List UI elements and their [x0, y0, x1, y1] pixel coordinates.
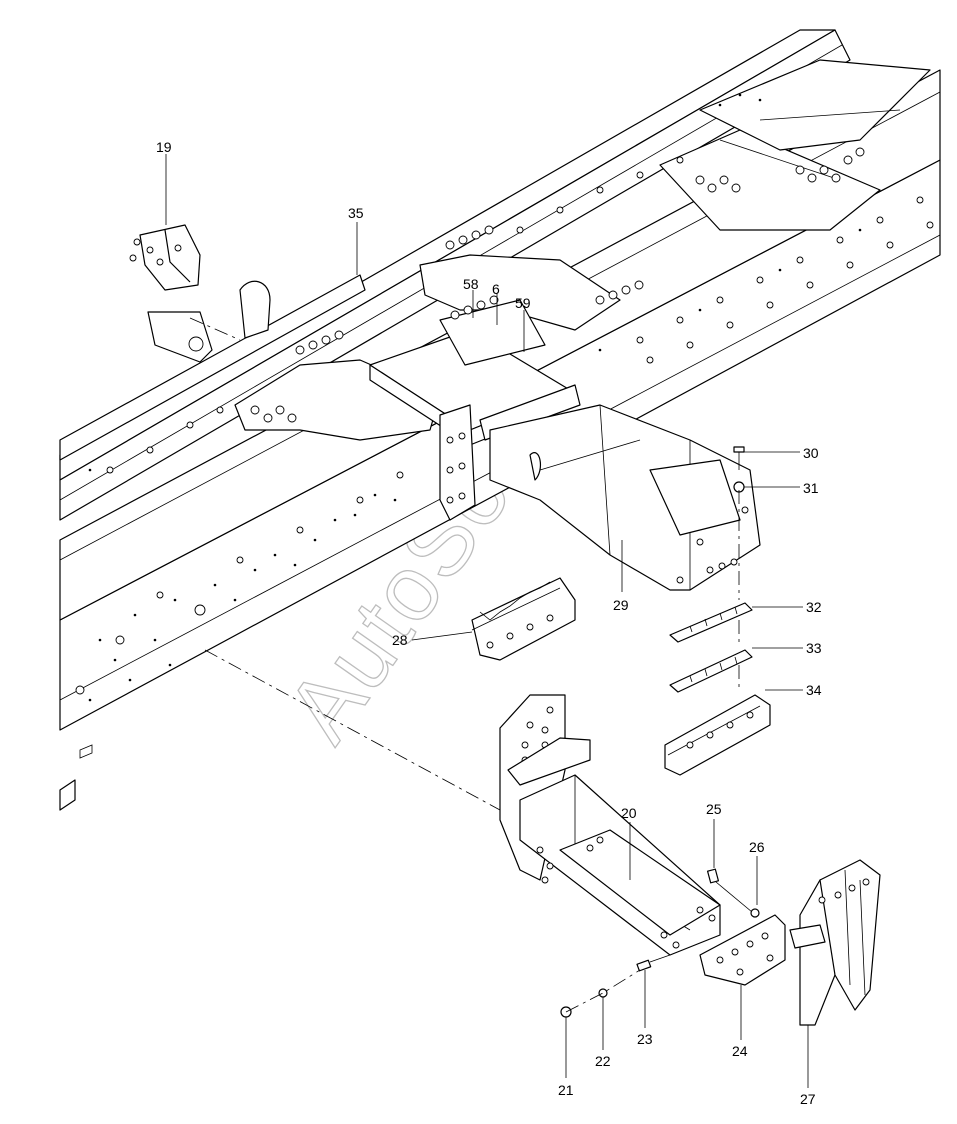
callout-30: 30 — [803, 445, 819, 461]
callout-31: 31 — [803, 480, 819, 496]
spacer-plate-34 — [664, 694, 771, 776]
callout-58: 58 — [463, 276, 479, 292]
callout-27: 27 — [800, 1091, 816, 1107]
callout-24: 24 — [732, 1043, 748, 1059]
callout-labels: 19 35 58 6 59 30 31 29 28 32 33 34 20 25… — [156, 139, 822, 1107]
bolt-30 — [733, 446, 745, 470]
nut-26 — [750, 908, 760, 918]
frame-rivet-dots — [88, 93, 862, 702]
shim-33 — [669, 649, 753, 693]
callout-21: 21 — [558, 1082, 574, 1098]
washer-22 — [598, 988, 608, 998]
callout-28: 28 — [392, 632, 408, 648]
plate-24 — [699, 914, 786, 986]
callout-26: 26 — [749, 839, 765, 855]
callout-20: 20 — [621, 805, 637, 821]
shim-32 — [669, 602, 753, 643]
callout-25: 25 — [706, 801, 722, 817]
callout-59: 59 — [515, 295, 531, 311]
spacer-plate-28 — [471, 577, 576, 661]
tow-bracket-20 — [499, 694, 721, 956]
leader-lines — [165, 154, 809, 1088]
callout-29: 29 — [613, 597, 629, 613]
callout-35: 35 — [348, 205, 364, 221]
frame-bolt-holes — [75, 147, 934, 695]
bolt-25 — [706, 868, 753, 913]
guard-plate-27 — [789, 859, 881, 1026]
callout-32: 32 — [806, 599, 822, 615]
callout-23: 23 — [637, 1031, 653, 1047]
callout-33: 33 — [806, 640, 822, 656]
callout-6: 6 — [492, 281, 500, 297]
bracket-19 — [129, 224, 271, 363]
bolt-23 — [636, 954, 671, 972]
callout-34: 34 — [806, 682, 822, 698]
callout-19: 19 — [156, 139, 172, 155]
callout-22: 22 — [595, 1053, 611, 1069]
front-bracket-29 — [439, 404, 761, 591]
